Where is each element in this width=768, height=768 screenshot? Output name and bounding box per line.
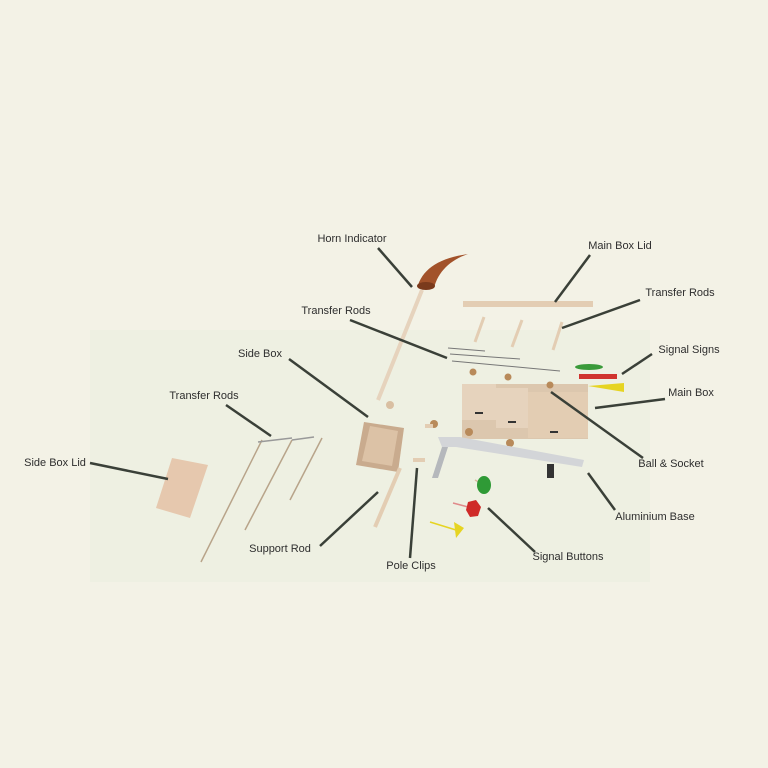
transfer-rod-long xyxy=(289,437,323,501)
leader-transfer-rods-left xyxy=(225,403,272,438)
label-side-box: Side Box xyxy=(237,348,283,360)
aluminium-leg xyxy=(432,447,448,478)
thin-rod xyxy=(451,360,561,372)
thin-rod xyxy=(449,353,521,360)
signal-button-red xyxy=(466,500,481,517)
label-transfer-rods-middle: Transfer Rods xyxy=(301,305,371,317)
leader-signal-buttons xyxy=(487,507,536,553)
label-transfer-rods-left: Transfer Rods xyxy=(169,390,239,402)
transfer-rod xyxy=(473,316,486,343)
ball-socket xyxy=(546,381,554,389)
leader-main-box-lid xyxy=(553,254,592,303)
horn-pole xyxy=(376,289,424,401)
leader-lines xyxy=(89,247,666,559)
label-transfer-rods-right: Transfer Rods xyxy=(645,287,715,299)
thin-rod xyxy=(447,347,486,352)
pole-clip xyxy=(413,458,425,462)
leader-pole-clips xyxy=(408,467,419,559)
side-box-lid-part xyxy=(156,458,208,518)
main-box-lid-part xyxy=(463,301,593,307)
signal-button-yellow xyxy=(454,522,464,538)
signal-sign-green xyxy=(575,364,603,370)
pole-ball xyxy=(386,401,394,409)
label-support-rod: Support Rod xyxy=(249,543,311,555)
leader-support-rod xyxy=(319,491,379,547)
ball-socket xyxy=(504,373,512,381)
label-main-box: Main Box xyxy=(668,387,714,399)
leader-ball-socket xyxy=(550,390,644,460)
aluminium-clip xyxy=(547,464,554,478)
label-aluminium-base: Aluminium Base xyxy=(615,511,695,523)
ball-socket xyxy=(469,368,477,376)
leader-main-box xyxy=(594,397,666,410)
label-main-box-lid: Main Box Lid xyxy=(588,240,652,252)
signal-button-green xyxy=(477,476,491,494)
label-signal-signs: Signal Signs xyxy=(658,344,720,356)
label-ball-socket: Ball & Socket xyxy=(638,458,704,470)
ball-socket xyxy=(506,439,514,447)
horn-indicator-part xyxy=(418,254,468,288)
signal-sign-yellow xyxy=(588,383,624,392)
pole-clip xyxy=(425,424,433,428)
label-signal-buttons: Signal Buttons xyxy=(532,551,604,563)
leader-aluminium-base xyxy=(586,472,617,511)
label-side-box-lid: Side Box Lid xyxy=(24,457,86,469)
horn-base xyxy=(417,282,435,290)
leader-horn-indicator xyxy=(377,247,413,288)
leader-transfer-rods-right xyxy=(561,298,641,330)
transfer-rod xyxy=(551,321,564,351)
aluminium-base-part xyxy=(438,437,584,467)
parts xyxy=(156,254,624,563)
leader-side-box-lid xyxy=(89,461,169,481)
ball-socket xyxy=(465,428,473,436)
leader-side-box xyxy=(288,357,369,419)
transfer-rod-long xyxy=(244,439,293,531)
support-rod-part xyxy=(373,467,402,528)
transfer-rod-long xyxy=(200,439,263,563)
leader-transfer-rods-middle xyxy=(349,318,448,360)
label-horn-indicator: Horn Indicator xyxy=(317,233,387,245)
transfer-rod xyxy=(510,319,524,348)
signal-sign-red xyxy=(579,374,617,379)
leader-signal-signs xyxy=(621,352,653,376)
label-pole-clips: Pole Clips xyxy=(386,560,436,572)
